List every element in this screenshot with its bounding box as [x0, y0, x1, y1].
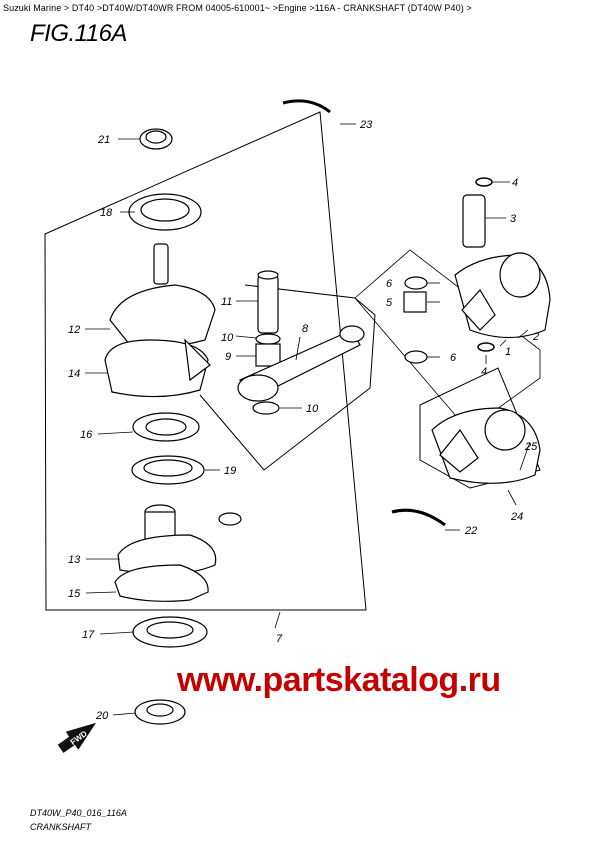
washer-10-upper — [255, 333, 281, 345]
needle-bearing-9 — [255, 343, 281, 367]
callout-10b: 10 — [306, 403, 319, 415]
callout-19: 19 — [224, 465, 236, 477]
conrod-frame — [199, 284, 376, 471]
callout-4a: 4 — [512, 177, 518, 189]
callout-18: 18 — [100, 207, 113, 219]
callout-11: 11 — [221, 296, 232, 308]
piston-kit-25 — [431, 407, 541, 484]
needle-bearing-5 — [403, 291, 427, 313]
figure-caption: CRANKSHAFT — [30, 822, 92, 832]
piston-1 — [454, 252, 551, 339]
washer-6-upper — [404, 276, 428, 290]
washer-10-lower — [252, 401, 280, 415]
callout-6b: 6 — [450, 352, 457, 364]
piston-frame — [354, 249, 541, 431]
callout-16: 16 — [80, 429, 93, 441]
callout-6a: 6 — [386, 278, 393, 290]
callout-5: 5 — [386, 297, 393, 309]
breadcrumb[interactable]: Suzuki Marine > DT40 >DT40W/DT40WR FROM … — [3, 3, 472, 13]
callout-3: 3 — [510, 213, 517, 225]
leader-lines — [85, 123, 531, 716]
bearing-17 — [132, 616, 208, 648]
bearing-16 — [132, 412, 200, 442]
callout-22: 22 — [464, 525, 477, 537]
callout-23: 23 — [359, 119, 373, 131]
callout-4b: 4 — [481, 366, 487, 378]
clip-4-lower — [477, 342, 495, 352]
callout-10a: 10 — [221, 332, 234, 344]
callout-24: 24 — [510, 511, 523, 523]
seal-20 — [134, 699, 186, 725]
callout-1: 1 — [505, 346, 511, 358]
crank-pin-11 — [257, 270, 279, 334]
callout-13: 13 — [68, 554, 81, 566]
callout-15: 15 — [68, 588, 81, 600]
callout-17: 17 — [82, 629, 95, 641]
callout-21: 21 — [97, 134, 110, 146]
circlip-22 — [391, 508, 446, 527]
callout-9: 9 — [225, 351, 231, 363]
crankshaft-upper — [104, 243, 216, 398]
callout-14: 14 — [68, 368, 80, 380]
connecting-rod-8 — [237, 325, 365, 402]
assembly-frame — [44, 111, 367, 611]
callout-8: 8 — [302, 323, 309, 335]
clip-4-upper — [475, 177, 493, 187]
oil-seal-21 — [139, 128, 173, 150]
callouts: 1 2 3 4 4 5 6 6 7 8 9 10 10 11 12 13 14 … — [68, 119, 539, 722]
seal-19 — [131, 455, 205, 485]
bearing-18 — [128, 193, 202, 231]
drawing-code: DT40W_P40_016_116A — [30, 808, 127, 818]
figure-title: FIG.116A — [30, 20, 127, 47]
piston-pin-3 — [462, 194, 486, 248]
crankshaft-lower — [114, 504, 242, 602]
watermark: www.partskatalog.ru — [177, 661, 501, 699]
callout-7: 7 — [276, 633, 283, 645]
washer-6-lower — [404, 350, 428, 364]
callout-20: 20 — [95, 710, 109, 722]
circlip-23 — [282, 99, 331, 114]
callout-12: 12 — [68, 324, 80, 336]
callout-2: 2 — [532, 331, 539, 343]
callout-25: 25 — [524, 441, 538, 453]
